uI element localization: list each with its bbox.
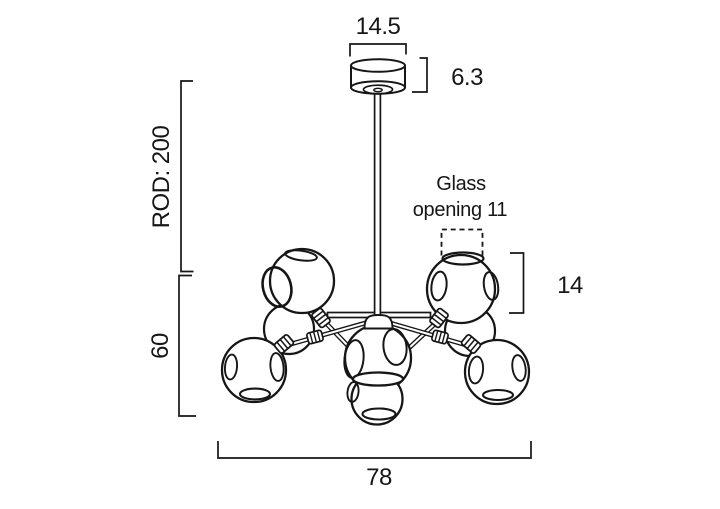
dim-overall-width: 78 bbox=[366, 464, 392, 491]
glass-opening-upper-right-right bbox=[482, 271, 500, 301]
glass-opening-upper-right-left bbox=[430, 270, 448, 302]
hub-fitting bbox=[363, 314, 394, 330]
glass-shade-bottom-center bbox=[346, 371, 405, 426]
dim-rod-length: ROD: 200 bbox=[148, 125, 175, 228]
hanging-rod bbox=[373, 89, 382, 318]
dim-canopy-width: 14.5 bbox=[356, 13, 401, 40]
glass-shade-upper-right bbox=[425, 251, 500, 325]
glass-opening-bottom-under bbox=[361, 407, 397, 421]
socket-lower-right bbox=[460, 334, 482, 354]
socket-upper-right bbox=[429, 307, 449, 329]
glass-opening-dashed-box bbox=[440, 228, 484, 256]
glass-opening-upper-left-front bbox=[261, 266, 293, 308]
dim-bracket-body-height bbox=[178, 274, 196, 417]
glass-opening-label-line1: Glass bbox=[436, 173, 486, 195]
glass-opening-lower-left-left bbox=[223, 353, 239, 381]
ceiling-canopy bbox=[350, 58, 406, 95]
glass-opening-lower-left-under bbox=[238, 387, 272, 401]
dim-shade-height: 14 bbox=[557, 272, 583, 299]
socket-lower-left bbox=[273, 334, 295, 354]
dim-bracket-shade-height bbox=[509, 252, 525, 314]
dim-bracket-rod bbox=[180, 80, 194, 273]
socket-mid-right bbox=[431, 329, 449, 345]
glass-opening-bottom-top-rim bbox=[351, 371, 405, 387]
glass-opening-label-line2: opening 11 bbox=[413, 199, 508, 221]
dim-body-height: 60 bbox=[147, 333, 174, 359]
dim-canopy-height: 6.3 bbox=[451, 64, 483, 91]
socket-upper-left bbox=[311, 307, 331, 329]
glass-shade-lower-left bbox=[220, 336, 288, 404]
glass-opening-upper-right-top bbox=[441, 251, 485, 266]
dim-bracket-canopy-width bbox=[349, 43, 407, 57]
glass-shade-upper-left bbox=[261, 247, 336, 315]
canopy-rod-collar bbox=[362, 84, 394, 95]
glass-opening-bottom-left bbox=[346, 381, 360, 403]
glass-opening-lower-left-right bbox=[269, 352, 285, 382]
glass-shade-lower-right bbox=[463, 338, 531, 406]
glass-opening-center-left bbox=[343, 339, 365, 379]
glass-opening-lower-right-right bbox=[511, 354, 527, 382]
glass-opening-lower-right-left bbox=[467, 355, 485, 385]
glass-opening-upper-left-top bbox=[284, 249, 318, 262]
glass-opening-lower-right-under bbox=[481, 388, 515, 402]
dim-bracket-overall-width bbox=[217, 441, 532, 459]
dim-bracket-canopy-height bbox=[412, 57, 428, 93]
socket-mid-left bbox=[306, 329, 324, 345]
